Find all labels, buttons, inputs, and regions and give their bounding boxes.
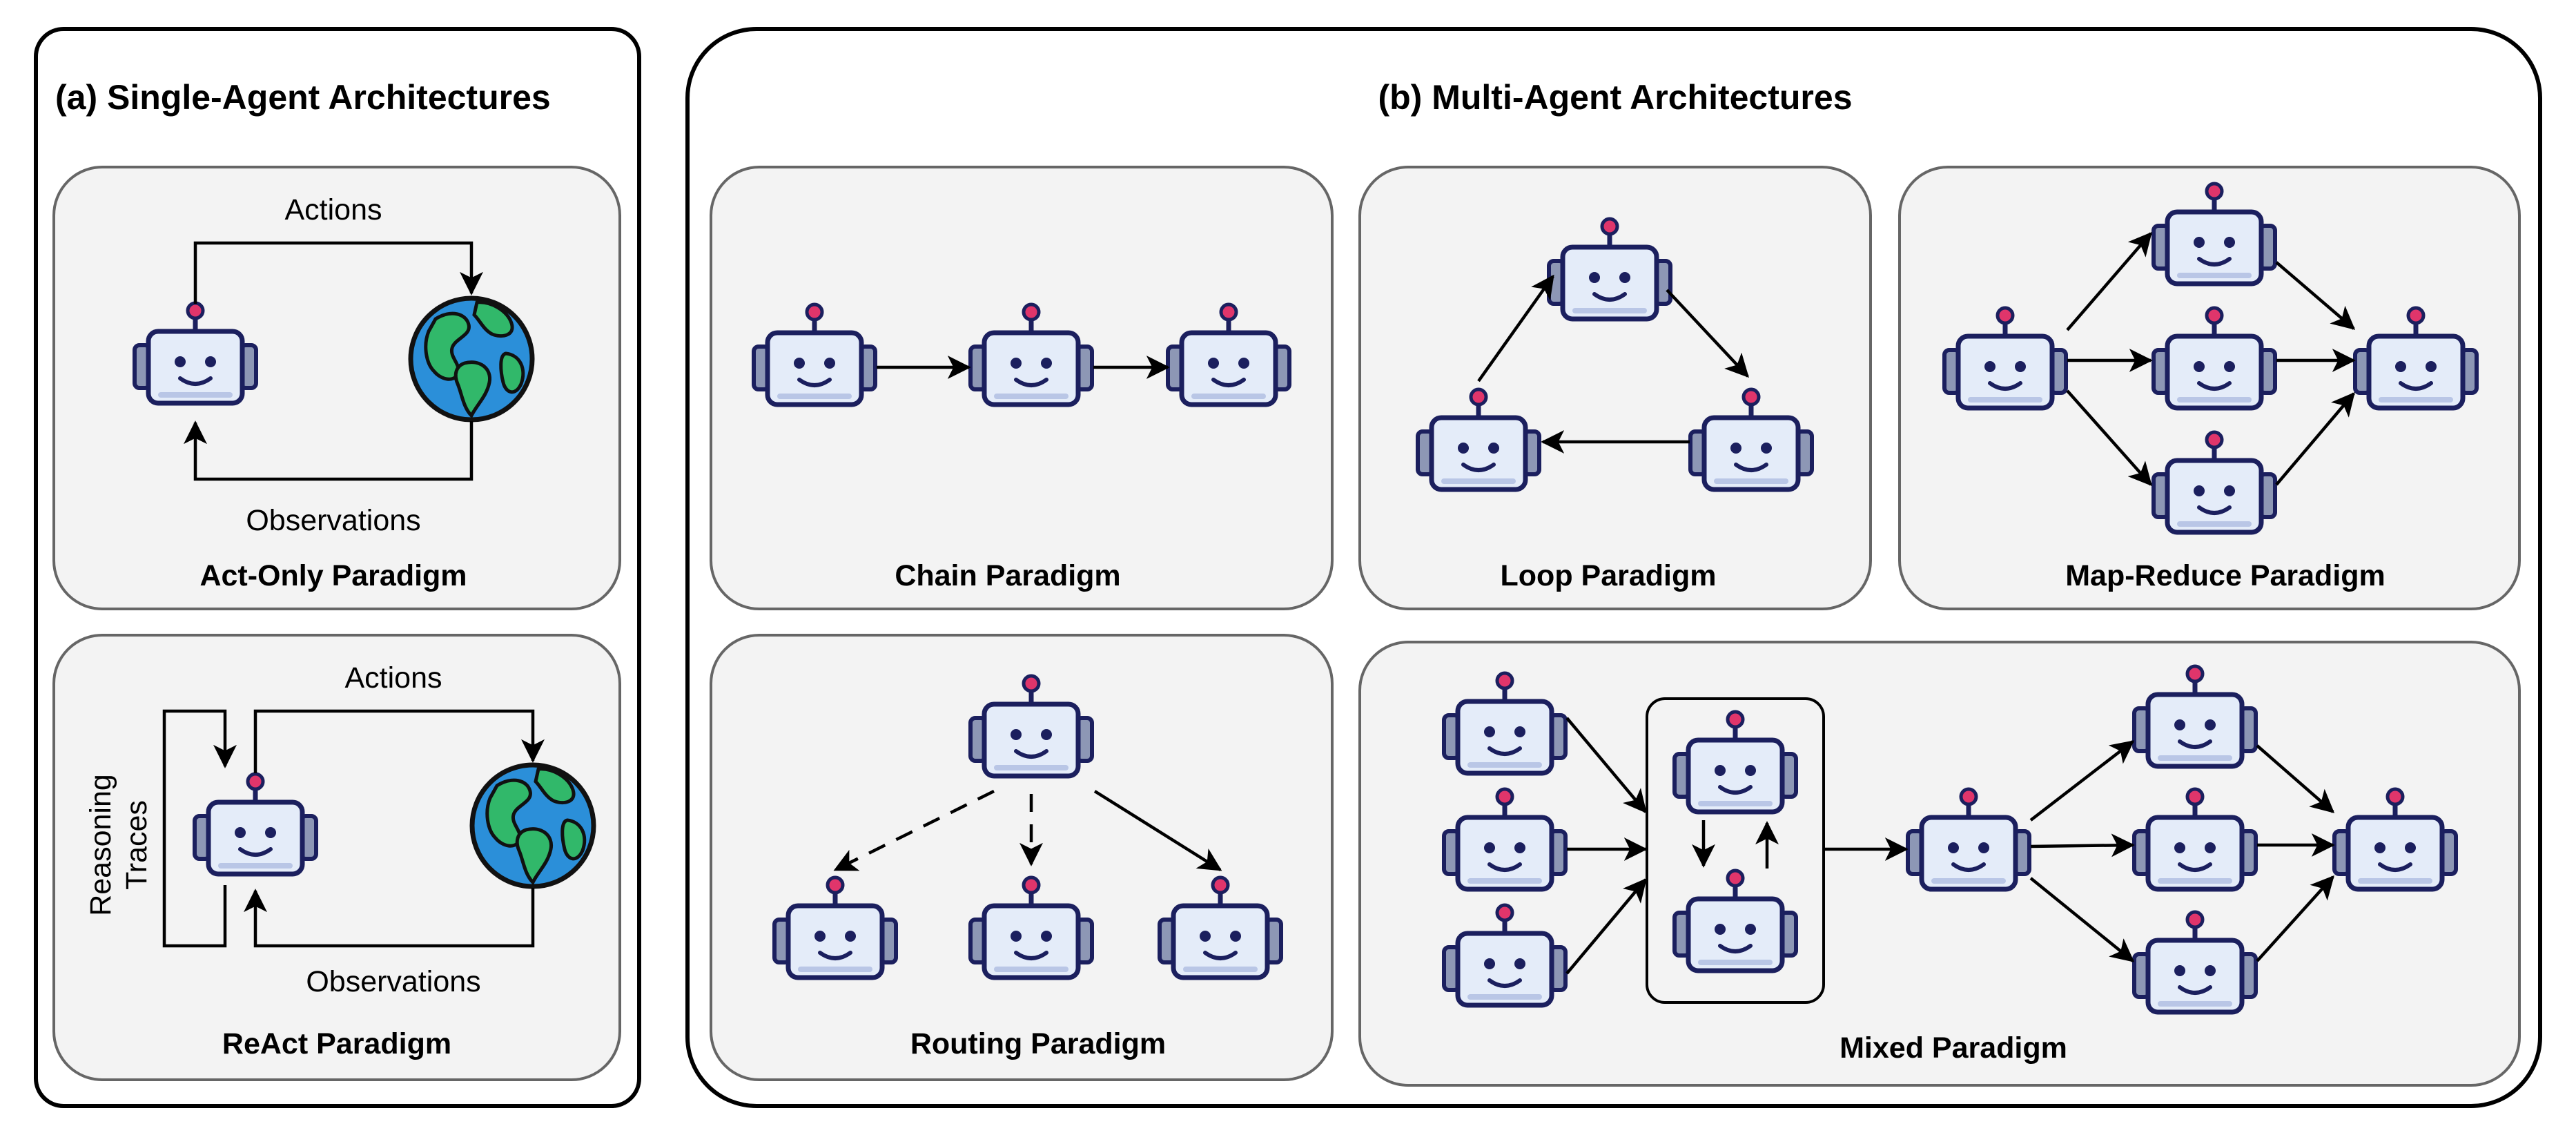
react-paradigm-title: ReAct Paradigm xyxy=(222,1027,451,1060)
act-only-actions-arrow xyxy=(193,241,483,304)
routing-paradigm-title: Routing Paradigm xyxy=(910,1027,1166,1060)
reduce-arrow-1 xyxy=(2275,261,2356,330)
act-only-actions-label: Actions xyxy=(284,193,382,226)
loop-paradigm-title: Loop Paradigm xyxy=(1501,559,1717,592)
map-arrow-1 xyxy=(2066,231,2152,331)
act-only-globe-icon xyxy=(411,298,532,420)
loop-panel xyxy=(1358,166,1872,610)
mixed-fanout-arrow-3 xyxy=(2029,877,2135,962)
map-arrow-3 xyxy=(2066,389,2152,487)
mixed-fanout-arrow-2 xyxy=(2030,833,2135,857)
react-globe-icon xyxy=(472,765,594,886)
routing-arrow-3 xyxy=(1093,790,1222,871)
loop-arrow-top-to-right xyxy=(1666,289,1749,378)
act-only-observations-label: Observations xyxy=(246,504,420,537)
react-reasoning-loop-arrow xyxy=(162,709,237,948)
react-actions-label: Actions xyxy=(344,661,442,695)
react-observations-arrow xyxy=(244,888,535,948)
chain-paradigm-title: Chain Paradigm xyxy=(895,559,1120,592)
react-reasoning-label-line1: Reasoning xyxy=(84,774,117,916)
react-panel xyxy=(52,634,621,1081)
single-agent-title: (a) Single-Agent Architectures xyxy=(55,78,551,117)
act-only-paradigm-title: Act-Only Paradigm xyxy=(199,559,467,592)
mixed-fanin-arrow-1 xyxy=(2256,744,2335,813)
mixed-input-arrow-3 xyxy=(1565,877,1647,975)
multi-agent-title: (b) Multi-Agent Architectures xyxy=(1378,78,1852,117)
mixed-paradigm-title: Mixed Paradigm xyxy=(1840,1031,2067,1065)
react-observations-label: Observations xyxy=(306,965,480,998)
react-actions-arrow xyxy=(253,709,545,773)
react-reasoning-label-line2: Traces xyxy=(120,800,153,890)
mixed-fanin-arrow-3 xyxy=(2256,875,2334,962)
act-only-observations-arrow xyxy=(184,420,474,481)
react-reasoning-label: Reasoning Traces xyxy=(84,774,153,916)
mixed-input-arrow-1 xyxy=(1565,717,1647,814)
map-reduce-paradigm-title: Map-Reduce Paradigm xyxy=(2065,559,2385,592)
reduce-arrow-3 xyxy=(2275,391,2355,486)
mixed-fanout-arrow-1 xyxy=(2029,740,2135,822)
loop-arrow-left-to-top xyxy=(1477,274,1554,382)
